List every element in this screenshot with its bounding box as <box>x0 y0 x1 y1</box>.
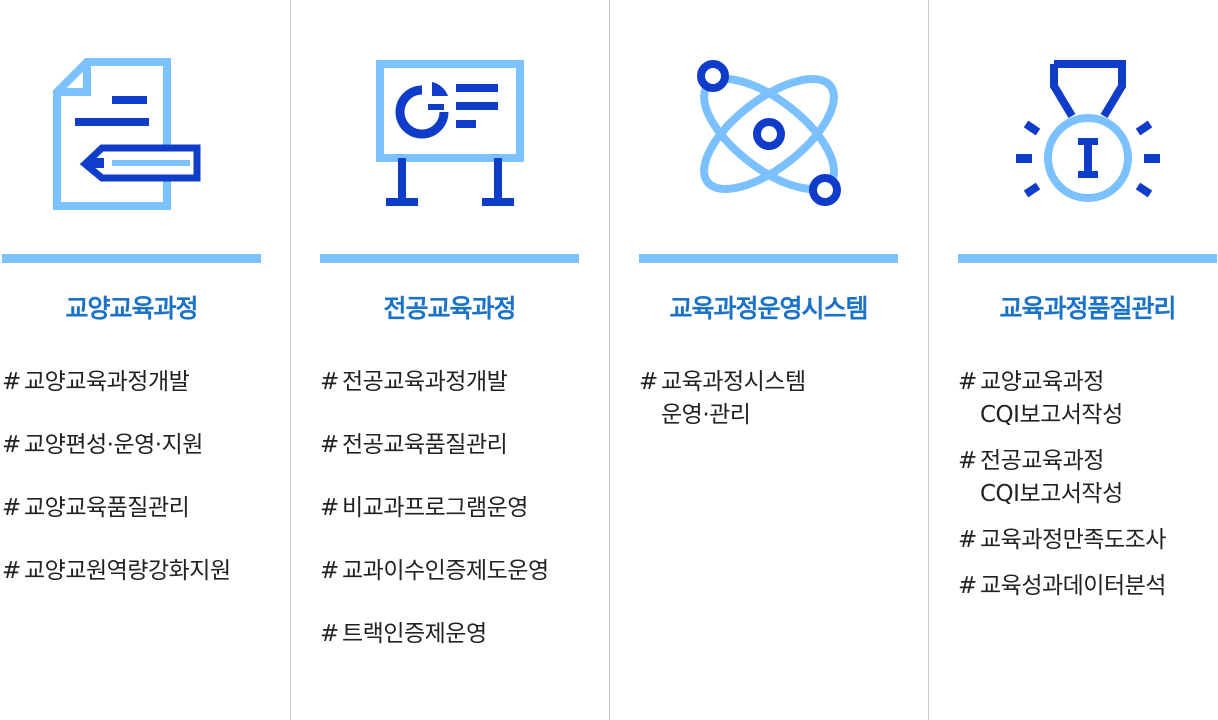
accent-bar <box>639 254 898 263</box>
item-list: #교육과정시스템 운영·관리 <box>639 366 898 432</box>
list-item: #교양교원역량강화지원 <box>2 558 231 584</box>
list-item: #전공교육과정개발 <box>320 369 508 395</box>
column-divider <box>290 0 291 720</box>
accent-bar <box>2 254 261 263</box>
list-item: #전공교육과정 CQI보고서작성 <box>958 448 1123 507</box>
list-item: #교육성과데이터분석 <box>958 573 1166 599</box>
column-title: 교양교육과정 <box>65 294 198 323</box>
list-item: #비교과프로그램운영 <box>320 495 528 521</box>
column-divider <box>928 0 929 720</box>
item-list: #교양교육과정 CQI보고서작성 #전공교육과정 CQI보고서작성 #교육과정만… <box>958 366 1217 616</box>
column-title: 전공교육과정 <box>383 294 516 323</box>
atom-icon <box>639 54 898 214</box>
list-item: #트랙인증제운영 <box>320 621 487 647</box>
item-list: #전공교육과정개발 #전공교육품질관리 #비교과프로그램운영 #교과이수인증제도… <box>320 366 579 681</box>
column-title: 교육과정품질관리 <box>999 294 1176 323</box>
medal-icon <box>958 54 1217 214</box>
column-quality: 교육과정품질관리 #교양교육과정 CQI보고서작성 #전공교육과정 CQI보고서… <box>958 0 1217 720</box>
column-liberal-arts: 교양교육과정 #교양교육과정개발 #교양편성·운영·지원 #교양교육품질관리 #… <box>2 0 261 720</box>
list-item: #전공교육품질관리 <box>320 432 508 458</box>
column-title: 교육과정운영시스템 <box>669 294 868 323</box>
accent-bar <box>958 254 1217 263</box>
column-system: 교육과정운영시스템 #교육과정시스템 운영·관리 <box>639 0 898 720</box>
list-item: #교육과정시스템 운영·관리 <box>639 369 806 428</box>
list-item: #교양교육과정 CQI보고서작성 <box>958 369 1123 428</box>
document-pen-icon <box>2 54 261 214</box>
list-item: #교육과정만족도조사 <box>958 527 1166 553</box>
accent-bar <box>320 254 579 263</box>
list-item: #교양교육품질관리 <box>2 495 190 521</box>
item-list: #교양교육과정개발 #교양편성·운영·지원 #교양교육품질관리 #교양교원역량강… <box>2 366 261 618</box>
column-major: 전공교육과정 #전공교육과정개발 #전공교육품질관리 #비교과프로그램운영 #교… <box>320 0 579 720</box>
column-divider <box>609 0 610 720</box>
list-item: #교양편성·운영·지원 <box>2 432 203 458</box>
presentation-board-icon <box>320 54 579 214</box>
list-item: #교양교육과정개발 <box>2 369 190 395</box>
list-item: #교과이수인증제도운영 <box>320 558 549 584</box>
